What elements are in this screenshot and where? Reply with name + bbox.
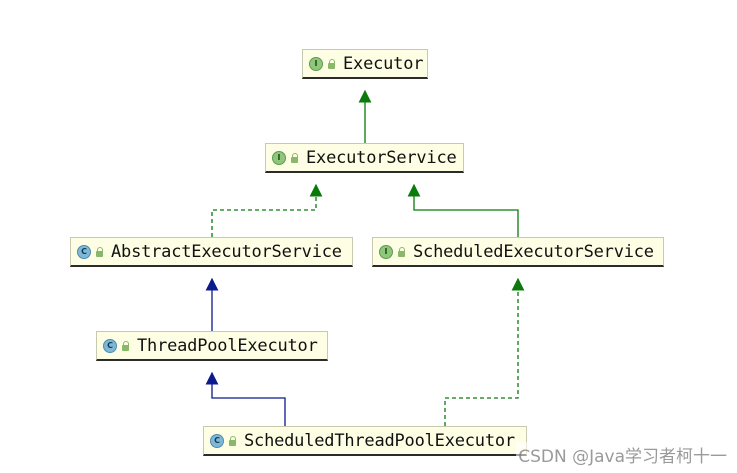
node-scheduled-executor-service[interactable]: I ScheduledExecutorService [372, 237, 664, 267]
public-access-icon [397, 246, 405, 257]
class-icon: C [103, 338, 117, 353]
public-access-icon [290, 152, 298, 163]
node-label: ThreadPoolExecutor [137, 335, 318, 356]
edge-abstract-executor-service-to-executor-service [211, 183, 323, 237]
node-scheduled-thread-pool-executor[interactable]: C ScheduledThreadPoolExecutor [203, 426, 527, 456]
node-executor[interactable]: I Executor [302, 49, 428, 79]
node-label: Executor [343, 53, 424, 74]
node-label: ScheduledThreadPoolExecutor [244, 430, 515, 451]
public-access-icon [327, 58, 335, 69]
edge-scheduled-thread-pool-executor-to-scheduled-executor-service [444, 277, 525, 426]
node-executor-service[interactable]: I ExecutorService [265, 143, 464, 173]
class-icon: C [210, 433, 224, 448]
edge-scheduled-executor-service-to-executor-service [407, 183, 519, 237]
node-label: ExecutorService [306, 147, 457, 168]
node-thread-pool-executor[interactable]: C ThreadPoolExecutor [96, 331, 328, 361]
node-abstract-executor-service[interactable]: C AbstractExecutorService [70, 237, 353, 267]
interface-icon: I [309, 56, 323, 71]
node-label: AbstractExecutorService [111, 241, 342, 262]
interface-icon: I [272, 150, 286, 165]
watermark: CSDN @Java学习者柯十一 [516, 442, 729, 467]
public-access-icon [121, 340, 129, 351]
edge-scheduled-thread-pool-executor-to-thread-pool-executor [205, 371, 286, 426]
node-label: ScheduledExecutorService [413, 241, 654, 262]
public-access-icon [228, 435, 236, 446]
class-icon: C [77, 244, 91, 259]
public-access-icon [95, 246, 103, 257]
interface-icon: I [379, 244, 393, 259]
